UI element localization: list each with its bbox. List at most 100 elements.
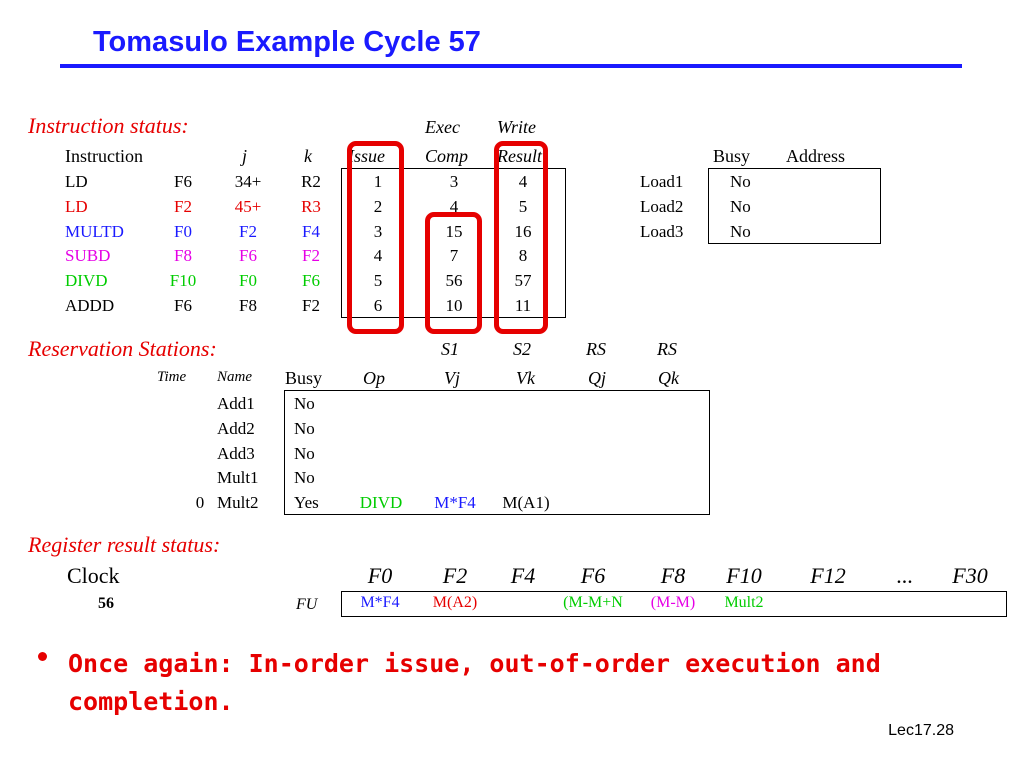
rs-busy: Yes — [294, 493, 319, 513]
rs-busy: No — [294, 394, 315, 413]
instruction-j: 34+ — [234, 172, 262, 191]
issue-cycle: 2 — [373, 196, 383, 216]
register-header: F10 — [726, 563, 762, 588]
rs-vj: M*F4 — [434, 493, 476, 513]
load-address-header: Address — [786, 146, 845, 166]
s1-header: S1 — [441, 339, 459, 359]
exec-complete-cycle: 56 — [445, 271, 463, 291]
clock-value: 56 — [98, 595, 114, 612]
instruction-j: F8 — [239, 296, 257, 315]
rs-busy: No — [294, 443, 315, 463]
write-header: Write — [497, 117, 536, 137]
register-fu-value: (M-M+N — [563, 594, 623, 611]
write-result-cycle: 5 — [518, 196, 528, 216]
clock-label: Clock — [67, 563, 120, 588]
k-header: k — [304, 146, 312, 166]
exec-complete-cycle: 4 — [449, 196, 459, 216]
rs-busy: No — [294, 468, 315, 488]
name-header: Name — [217, 369, 252, 385]
register-fu-value: M*F4 — [360, 594, 400, 611]
rs-busy: No — [294, 418, 315, 438]
register-result-box — [341, 591, 1007, 617]
write-result-cycle: 11 — [514, 296, 532, 315]
register-header: F12 — [810, 563, 846, 588]
instruction-dest: F0 — [174, 221, 192, 241]
comp-column-highlight — [425, 212, 482, 334]
register-header: F2 — [442, 563, 468, 588]
write-result-cycle: 8 — [518, 246, 528, 266]
load-buffer-busy: No — [730, 172, 751, 191]
instruction-dest: F10 — [169, 271, 197, 291]
instruction-j: F2 — [239, 221, 257, 241]
write-result-cycle: 4 — [518, 172, 528, 191]
rs-name: Add2 — [217, 418, 255, 438]
vk-header: Vk — [516, 368, 535, 388]
instruction-op: SUBD — [65, 246, 111, 266]
rs-vk: M(A1) — [502, 493, 550, 513]
result-header: Result — [497, 146, 542, 166]
exec-complete-cycle: 7 — [449, 246, 459, 266]
load-buffer-box — [708, 168, 881, 244]
register-header: F30 — [952, 563, 988, 588]
load-buffer-name: Load2 — [640, 196, 684, 216]
comp-header: Comp — [425, 146, 469, 166]
title-rule — [60, 64, 962, 68]
reservation-stations-box — [284, 390, 710, 515]
rs-name: Mult2 — [217, 493, 259, 513]
instruction-k: F4 — [302, 221, 320, 241]
rs-op: DIVD — [359, 493, 403, 513]
instruction-status-label: Instruction status: — [28, 113, 189, 138]
instruction-op: MULTD — [65, 221, 124, 241]
rs-busy-header: Busy — [285, 368, 323, 388]
exec-complete-cycle: 15 — [445, 221, 463, 241]
register-header: F6 — [580, 563, 606, 588]
issue-cycle: 1 — [373, 172, 383, 191]
register-header: ... — [896, 563, 914, 588]
issue-cycle: 6 — [373, 296, 383, 315]
fu-label: FU — [296, 596, 318, 613]
lecture-slide-number: Lec17.28 — [888, 722, 954, 739]
load-buffer-name: Load3 — [640, 221, 684, 241]
instruction-header: Instruction — [65, 146, 143, 166]
rs-name: Add3 — [217, 443, 255, 463]
reservation-stations-label: Reservation Stations: — [28, 336, 217, 361]
bullet-dot — [38, 652, 47, 661]
instruction-j: F0 — [239, 271, 257, 291]
bullet-text: Once again: In-order issue, out-of-order… — [68, 649, 881, 716]
result-column-highlight — [494, 141, 548, 334]
register-fu-value: Mult2 — [724, 594, 764, 611]
register-result-status-label: Register result status: — [28, 532, 221, 557]
instruction-dest: F2 — [174, 196, 192, 216]
op-header: Op — [363, 368, 385, 388]
load-buffer-busy: No — [730, 196, 751, 216]
register-header: F0 — [367, 563, 393, 588]
instruction-dest: F6 — [174, 296, 192, 315]
instruction-j: F6 — [239, 246, 257, 266]
rs-name: Mult1 — [217, 468, 259, 488]
instruction-op: DIVD — [65, 271, 108, 291]
instruction-k: R3 — [301, 196, 321, 216]
load-buffer-name: Load1 — [640, 172, 684, 191]
qk-header: Qk — [658, 368, 679, 388]
qj-header: Qj — [588, 368, 606, 388]
write-result-cycle: 57 — [514, 271, 532, 291]
instruction-k: F2 — [302, 296, 320, 315]
write-result-cycle: 16 — [514, 221, 532, 241]
register-header: F4 — [510, 563, 536, 588]
load-busy-header: Busy — [713, 146, 751, 166]
issue-cycle: 3 — [373, 221, 383, 241]
rs-qk-header: RS — [657, 339, 677, 359]
s2-header: S2 — [513, 339, 531, 359]
instruction-k: R2 — [301, 172, 321, 191]
instruction-status-box — [341, 168, 566, 318]
issue-header: Issue — [348, 146, 385, 166]
rs-qj-header: RS — [586, 339, 606, 359]
instruction-op: LD — [65, 172, 88, 191]
load-buffer-busy: No — [730, 221, 751, 241]
instruction-k: F6 — [302, 271, 320, 291]
register-fu-value: (M-M) — [650, 594, 696, 611]
instruction-j: 45+ — [234, 196, 262, 216]
instruction-k: F2 — [302, 246, 320, 266]
register-fu-value: M(A2) — [432, 594, 478, 611]
instruction-dest: F8 — [174, 246, 192, 266]
